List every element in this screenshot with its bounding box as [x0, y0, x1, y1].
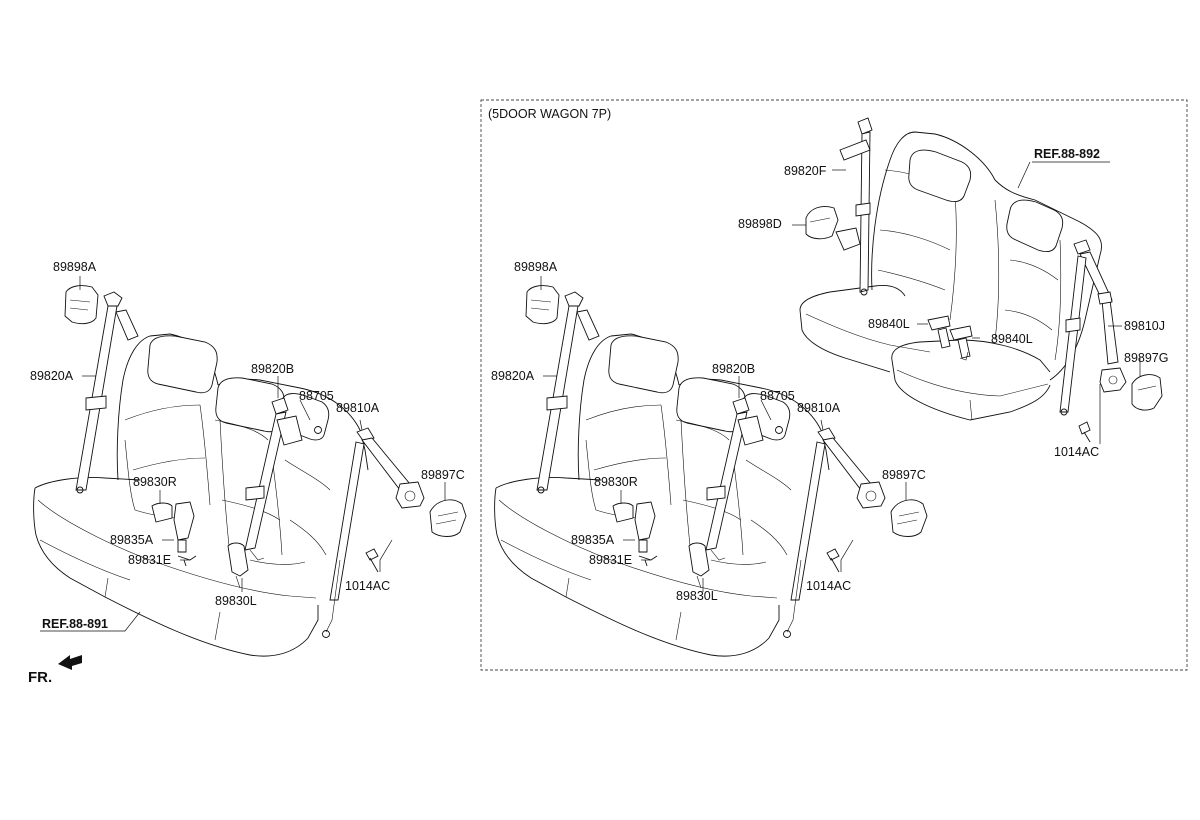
- right-seat-assembly: 89898A 89820A 89820B 88705 89810A 89830R…: [491, 260, 928, 657]
- variant-title: (5DOOR WAGON 7P): [488, 107, 611, 121]
- ref-label-88-891: REF.88-891: [42, 617, 108, 631]
- front-label: FR.: [28, 669, 52, 686]
- label-1014AC-third-row: 1014AC: [1054, 445, 1099, 459]
- label-89831E-wagon: 89831E: [589, 553, 632, 567]
- ref-label-88-892: REF.88-892: [1034, 147, 1100, 161]
- label-89810J: 89810J: [1124, 319, 1165, 333]
- label-88705: 88705: [299, 389, 334, 403]
- label-1014AC-wagon: 1014AC: [806, 579, 851, 593]
- label-89820A: 89820A: [30, 369, 74, 383]
- label-89820B: 89820B: [251, 362, 294, 376]
- label-89820B-wagon: 89820B: [712, 362, 755, 376]
- label-89898D: 89898D: [738, 217, 782, 231]
- label-89835A-wagon: 89835A: [571, 533, 615, 547]
- label-89897G: 89897G: [1124, 351, 1168, 365]
- variant-dashed-box: [480, 99, 1188, 671]
- label-89830R: 89830R: [133, 475, 177, 489]
- front-direction-indicator: FR.: [28, 655, 82, 686]
- label-89897C: 89897C: [421, 468, 465, 482]
- label-89840L-right: 89840L: [991, 332, 1033, 346]
- third-row-seat-assembly: 89820F 89898D 89840L 89840L 89810J 89897…: [738, 117, 1168, 459]
- label-89810A: 89810A: [336, 401, 380, 415]
- label-89898A-wagon: 89898A: [514, 260, 558, 274]
- front-arrow-icon: [58, 655, 82, 670]
- label-89898A: 89898A: [53, 260, 97, 274]
- label-89835A: 89835A: [110, 533, 154, 547]
- label-1014AC: 1014AC: [345, 579, 390, 593]
- label-89810A-wagon: 89810A: [797, 401, 841, 415]
- label-89840L-left: 89840L: [868, 317, 910, 331]
- label-89820A-wagon: 89820A: [491, 369, 535, 383]
- left-seat-assembly: 89898A 89820A 89820B 88705 89810A 89830R…: [30, 260, 467, 657]
- label-89831E: 89831E: [128, 553, 171, 567]
- label-88705-wagon: 88705: [760, 389, 795, 403]
- label-89830R-wagon: 89830R: [594, 475, 638, 489]
- label-89830L-wagon: 89830L: [676, 589, 718, 603]
- label-89897C-wagon: 89897C: [882, 468, 926, 482]
- label-89820F: 89820F: [784, 164, 827, 178]
- label-89830L: 89830L: [215, 594, 257, 608]
